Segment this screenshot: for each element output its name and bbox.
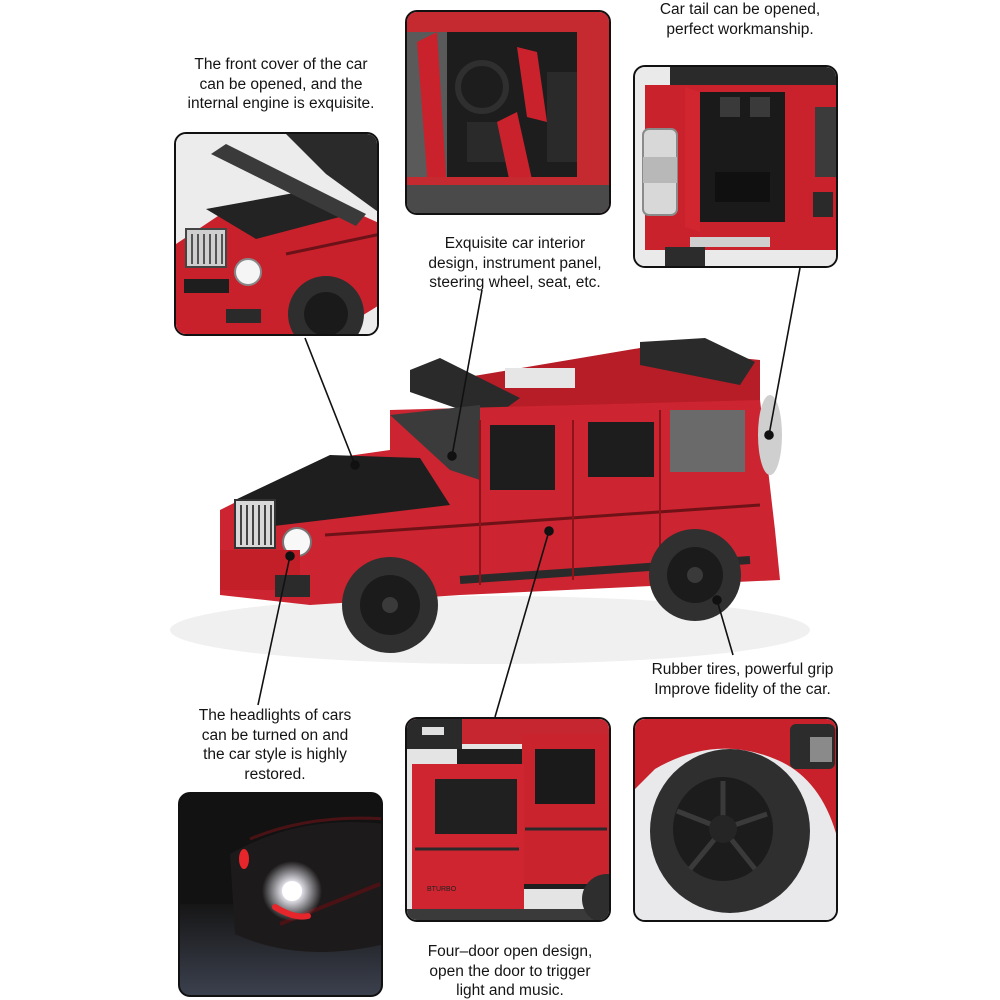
tail-door-image (635, 67, 836, 266)
frame-headlight-detail (178, 792, 383, 997)
tire-closeup-image (635, 719, 836, 920)
caption-hood: The front cover of the car can be opened… (187, 56, 375, 112)
hood-engine-image (176, 134, 377, 334)
caption-interior: Exquisite car interior design, instrumen… (428, 235, 602, 291)
frame-doors-detail: BTURBO (405, 717, 611, 922)
caption-tires: Rubber tires, powerful grip Improve fide… (651, 661, 834, 698)
doors-open-image: BTURBO (407, 719, 609, 920)
caption-headlights: The headlights of cars can be turned on … (198, 707, 352, 783)
caption-doors: Four–door open design, open the door to … (427, 943, 593, 999)
svg-text:BTURBO: BTURBO (427, 886, 457, 893)
frame-tire-detail (633, 717, 838, 922)
caption-tail: Car tail can be opened, perfect workmans… (659, 1, 821, 38)
interior-image (407, 12, 609, 213)
frame-hood-detail (174, 132, 379, 336)
main-car-image (160, 330, 820, 670)
headlights-glow-image (180, 794, 381, 995)
frame-interior-detail (405, 10, 611, 215)
frame-tail-detail (633, 65, 838, 268)
